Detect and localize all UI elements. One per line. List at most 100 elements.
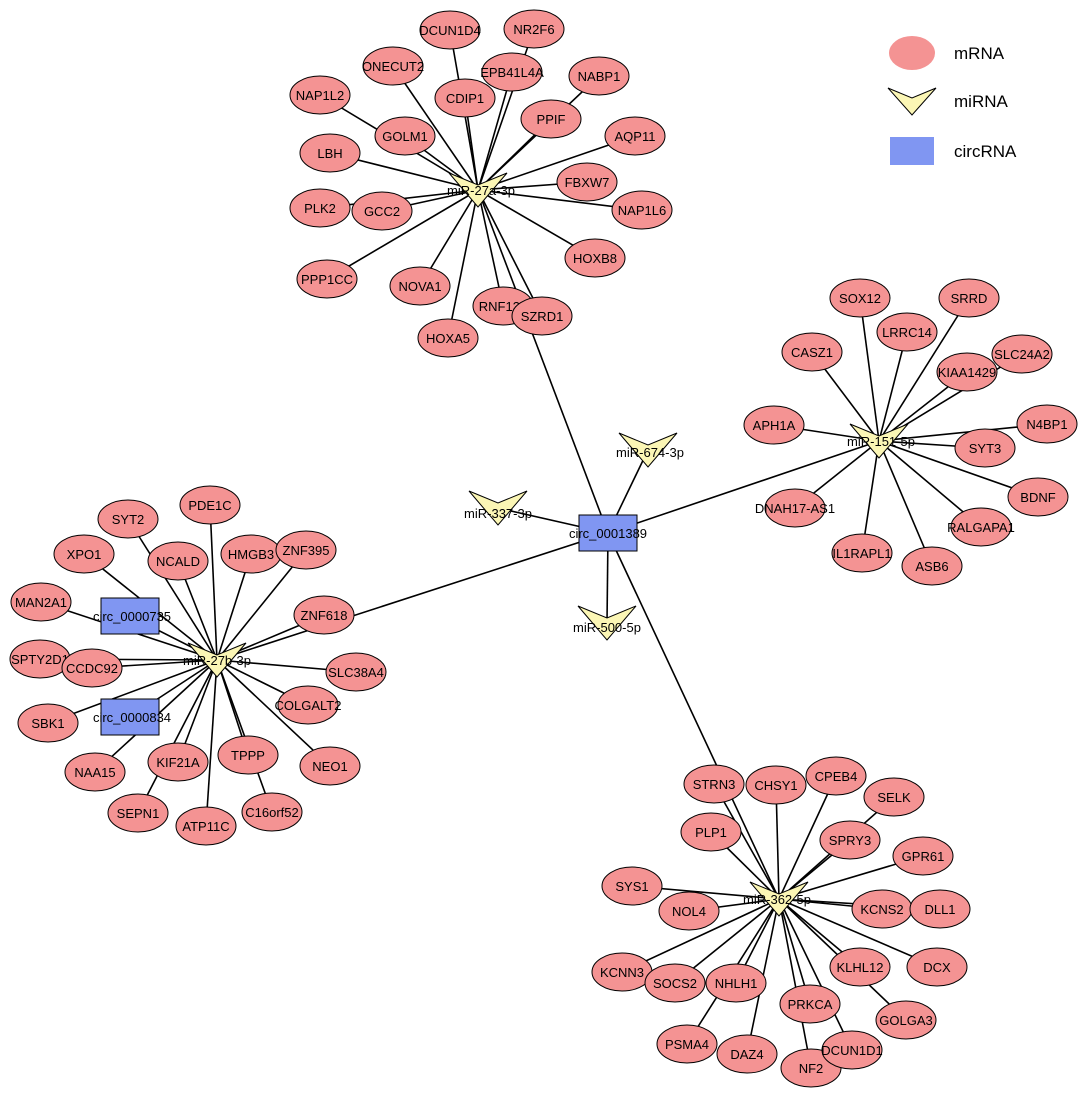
mrna-label-slc24a2: SLC24A2 <box>994 347 1050 362</box>
mrna-node-strn3: STRN3 <box>683 764 745 804</box>
mirna-label-mir-337-3p: miR-337-3p <box>464 506 532 521</box>
mirna-triangle-mir-674-3p <box>618 432 678 468</box>
mirna-node-mir-337-3p: miR-337-3p <box>464 490 532 526</box>
mrna-node-socs2: SOCS2 <box>644 963 706 1003</box>
mrna-ellipse-dll1 <box>909 889 971 929</box>
mrna-label-atp11c: ATP11C <box>182 819 229 834</box>
mrna-node-ccdc92: CCDC92 <box>61 648 123 688</box>
mrna-ellipse-nr2f6 <box>503 9 565 49</box>
mrna-label-fbxw7: FBXW7 <box>565 175 610 190</box>
mrna-label-golm1: GOLM1 <box>382 129 428 144</box>
mrna-label-szrd1: SZRD1 <box>521 309 564 324</box>
mrna-label-nap1l6: NAP1L6 <box>618 203 666 218</box>
circrna-node-circ-0000735: circ_0000735 <box>93 597 171 635</box>
mrna-ellipse-golga3 <box>875 1000 937 1040</box>
mrna-node-gpr61: GPR61 <box>892 836 954 876</box>
mrna-node-casz1: CASZ1 <box>781 332 843 372</box>
mrna-ellipse-strn3 <box>683 764 745 804</box>
mrna-label-dcun1d1: DCUN1D1 <box>821 1043 882 1058</box>
mrna-node-plk2: PLK2 <box>289 188 351 228</box>
mrna-ellipse-dnah17-as1 <box>764 488 826 528</box>
mrna-label-aqp11: AQP11 <box>615 129 656 144</box>
mirna-node-mir-500-5p: miR-500-5p <box>573 605 641 641</box>
mrna-ellipse-epb41l4a <box>481 52 543 92</box>
mrna-node-neo1: NEO1 <box>299 746 361 786</box>
mrna-ellipse-ncald <box>147 541 209 581</box>
mrna-label-n4bp1: N4BP1 <box>1026 417 1067 432</box>
mrna-ellipse-c16orf52 <box>241 792 303 832</box>
mrna-node-bdnf: BDNF <box>1007 477 1069 517</box>
mrna-label-aph1a: APH1A <box>753 418 796 433</box>
mrna-node-ppp1cc: PPP1CC <box>296 259 358 299</box>
mirna-triangle-mir-500-5p <box>577 605 637 641</box>
mrna-node-prkca: PRKCA <box>779 984 841 1024</box>
mrna-node-pde1c: PDE1C <box>179 485 241 525</box>
mrna-node-dcun1d4: DCUN1D4 <box>419 10 481 50</box>
mrna-label-srrd: SRRD <box>951 291 988 306</box>
legend-swatch-mirna <box>887 87 937 116</box>
mrna-label-naa15: NAA15 <box>74 765 115 780</box>
legend-label-mirna: miRNA <box>954 92 1008 111</box>
mrna-label-strn3: STRN3 <box>693 777 736 792</box>
mrna-label-klhl12: KLHL12 <box>837 960 884 975</box>
mrna-label-chsy1: CHSY1 <box>754 778 797 793</box>
mrna-node-colgalt2: COLGALT2 <box>275 685 341 725</box>
mrna-ellipse-xpo1 <box>53 534 115 574</box>
mrna-node-fbxw7: FBXW7 <box>556 162 618 202</box>
mrna-label-ppp1cc: PPP1CC <box>301 272 353 287</box>
mrna-label-kcns2: KCNS2 <box>860 902 903 917</box>
mrna-ellipse-aqp11 <box>604 116 666 156</box>
legend-label-mrna: mRNA <box>954 44 1005 63</box>
mrna-ellipse-psma4 <box>656 1024 718 1064</box>
mrna-label-sys1: SYS1 <box>615 879 648 894</box>
mirna-label-mir-151-5p: miR-151-5p <box>847 434 915 449</box>
mrna-ellipse-sox12 <box>829 278 891 318</box>
mrna-node-syt2: SYT2 <box>97 499 159 539</box>
mrna-node-epb41l4a: EPB41L4A <box>480 52 544 92</box>
legend-item-mirna: miRNA <box>887 87 1008 116</box>
mrna-ellipse-syt2 <box>97 499 159 539</box>
mrna-node-ncald: NCALD <box>147 541 209 581</box>
mrna-node-nr2f6: NR2F6 <box>503 9 565 49</box>
mrna-label-pde1c: PDE1C <box>188 498 231 513</box>
mrna-node-slc24a2: SLC24A2 <box>991 334 1053 374</box>
mirna-node-mir-27a-3p: miR-27a-3p <box>447 172 515 208</box>
mirna-triangle-mir-337-3p <box>468 490 528 526</box>
mrna-ellipse-kiaa1429 <box>936 352 998 392</box>
circrna-rect-circ-0000735 <box>100 597 160 635</box>
circrna-rect-circ-0001389 <box>578 514 638 552</box>
mrna-ellipse-asb6 <box>901 546 963 586</box>
mrna-node-atp11c: ATP11C <box>175 806 237 846</box>
mirna-triangle-mir-27a-3p <box>448 172 508 208</box>
mrna-node-dcx: DCX <box>906 947 968 987</box>
mrna-node-nhlh1: NHLH1 <box>705 963 767 1003</box>
mrna-label-spty2d1: SPTY2D1 <box>11 652 69 667</box>
circrna-node-circ-0001389: circ_0001389 <box>569 514 647 552</box>
mrna-label-il1rapl1: IL1RAPL1 <box>832 546 891 561</box>
mrna-ellipse-znf395 <box>275 530 337 570</box>
mrna-label-kcnn3: KCNN3 <box>600 965 644 980</box>
mrna-ellipse-nova1 <box>389 266 451 306</box>
mrna-node-sepn1: SEPN1 <box>107 793 169 833</box>
mrna-node-slc38a4: SLC38A4 <box>325 652 387 692</box>
mrna-label-nap1l2: NAP1L2 <box>296 88 344 103</box>
mrna-node-naa15: NAA15 <box>64 752 126 792</box>
mrna-ellipse-nap1l6 <box>611 190 673 230</box>
mrna-ellipse-chsy1 <box>745 765 807 805</box>
mrna-ellipse-casz1 <box>781 332 843 372</box>
mrna-label-slc38a4: SLC38A4 <box>328 665 384 680</box>
mirna-node-mir-362-5p: miR-362-5p <box>743 881 811 917</box>
mrna-node-spry3: SPRY3 <box>819 820 881 860</box>
mrna-label-hoxb8: HOXB8 <box>573 251 617 266</box>
mrna-node-chsy1: CHSY1 <box>745 765 807 805</box>
mrna-ellipse-plk2 <box>289 188 351 228</box>
mrna-label-ralgapa1: RALGAPA1 <box>947 520 1015 535</box>
mrna-label-socs2: SOCS2 <box>653 976 697 991</box>
mrna-ellipse-cpeb4 <box>805 756 867 796</box>
mrna-label-kif21a: KIF21A <box>156 755 200 770</box>
mrna-label-nova1: NOVA1 <box>398 279 441 294</box>
mrna-label-lrrc14: LRRC14 <box>882 325 932 340</box>
mrna-ellipse-syt3 <box>954 428 1016 468</box>
mrna-ellipse-gcc2 <box>351 191 413 231</box>
